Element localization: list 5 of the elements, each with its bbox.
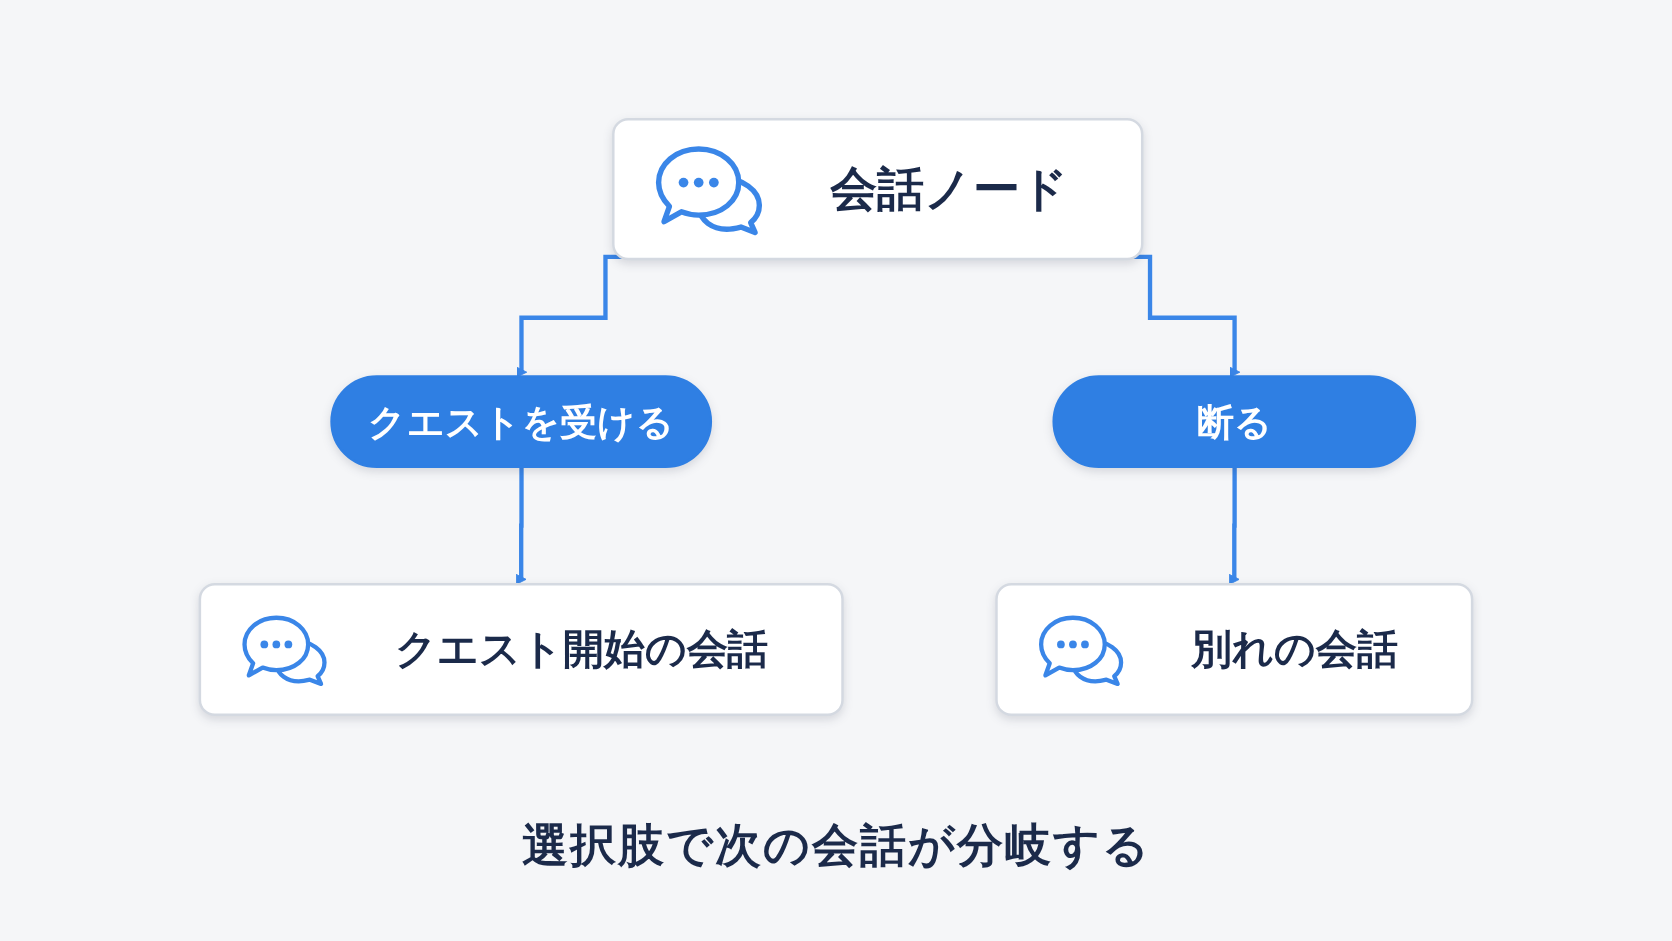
node-box: 断る (1052, 375, 1417, 469)
node-box: 会話ノード (612, 117, 1144, 261)
node-box: クエスト開始の会話 (198, 583, 844, 717)
node-box: クエストを受ける (330, 375, 713, 469)
caption: 選択肢で次の会話が分岐する (521, 817, 1151, 874)
